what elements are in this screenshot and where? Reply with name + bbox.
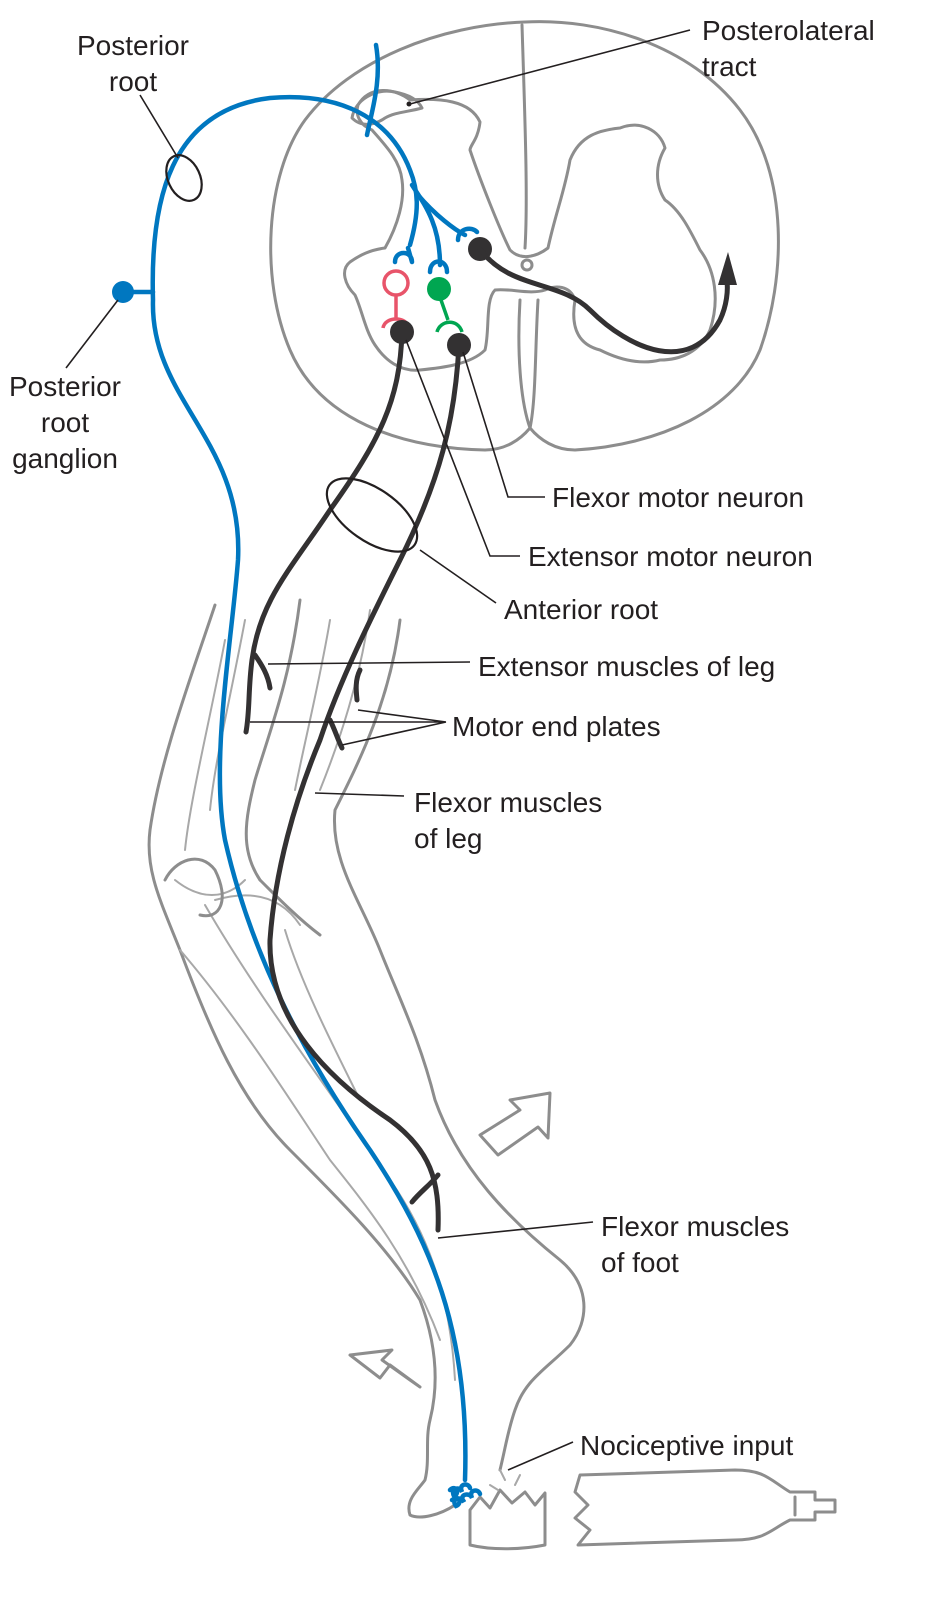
label-ganglion-1: Posterior <box>9 371 121 402</box>
extensor-motor-axon <box>243 329 405 735</box>
bottle-body <box>573 1468 837 1547</box>
label-posterolateral-tract-1: Posterolateral <box>702 15 875 46</box>
leader-posterolateral-tract <box>409 29 691 105</box>
glass-shard <box>468 1488 547 1551</box>
labels: Posterior root Posterolateral tract Post… <box>9 15 875 1461</box>
motor-pathway <box>243 237 737 1233</box>
movement-arrows <box>348 1091 552 1389</box>
label-posterior-root-1: Posterior <box>77 30 189 61</box>
leader-ganglion <box>65 299 119 369</box>
synapse-terminal-2 <box>427 259 450 275</box>
leader-extensor-muscles <box>267 661 471 665</box>
leader-flexor-motor-neuron <box>462 351 545 498</box>
label-anterior-root: Anterior root <box>504 594 658 625</box>
excitatory-interneuron-axon <box>435 299 464 333</box>
gray-matter-left <box>343 89 717 372</box>
arrow-up-right-icon <box>478 1091 552 1157</box>
muscle-lines <box>174 609 456 1381</box>
label-flexor-muscles-foot-1: Flexor muscles <box>601 1211 789 1242</box>
arrow-up-left-icon <box>348 1348 422 1389</box>
leg-front-contour <box>332 618 586 1472</box>
label-flexor-muscles-leg-1: Flexor muscles <box>414 787 602 818</box>
label-ganglion-3: ganglion <box>12 443 118 474</box>
label-posterior-root-2: root <box>109 66 157 97</box>
label-motor-end-plates: Motor end plates <box>452 711 661 742</box>
nociceptor-coil <box>447 1482 483 1509</box>
flexor-foot-branch <box>409 1172 441 1205</box>
posterior-root-ganglion-cell <box>112 281 134 303</box>
synapse-terminal-3 <box>455 226 480 243</box>
flexor-motor-axon <box>267 342 462 1233</box>
ascending-fiber <box>477 246 730 355</box>
label-posterolateral-tract-2: tract <box>702 51 757 82</box>
leader-lines <box>65 29 691 1471</box>
inhibitory-interneuron <box>382 269 410 297</box>
leader-dot <box>406 101 412 107</box>
sensory-pathway <box>112 42 483 1509</box>
flexor-motor-neuron-cell <box>447 333 471 357</box>
label-nociceptive-input: Nociceptive input <box>580 1430 793 1461</box>
label-flexor-muscles-foot-2: of foot <box>601 1247 679 1278</box>
leader-motor-end-plates <box>250 709 447 746</box>
label-flexor-muscles-leg-2: of leg <box>414 823 483 854</box>
label-extensor-motor-neuron: Extensor motor neuron <box>528 541 813 572</box>
posterior-root-ring <box>165 154 203 202</box>
extensor-branch <box>252 652 273 691</box>
interneuron-branch-fiber <box>409 182 443 268</box>
leader-extensor-motor-neuron <box>405 339 520 557</box>
synapse-terminal-1 <box>392 245 415 265</box>
leader-anterior-root <box>419 549 497 604</box>
ascending-arrowhead-icon <box>718 252 737 285</box>
thigh-contour <box>244 598 302 882</box>
excitatory-interneuron <box>427 277 451 301</box>
leg-back-contour <box>147 603 457 1519</box>
leader-posterior-root <box>139 94 179 159</box>
flexor-leg-branches <box>327 667 363 751</box>
knee-contour <box>163 857 322 937</box>
leader-nociceptive-input <box>507 1441 574 1471</box>
broken-bottle <box>468 1468 837 1551</box>
label-flexor-motor-neuron: Flexor motor neuron <box>552 482 804 513</box>
extensor-motor-neuron-cell <box>390 320 414 344</box>
spinal-cord-cross-section <box>269 20 780 452</box>
leader-flexor-muscles-leg <box>314 792 405 797</box>
label-extensor-muscles: Extensor muscles of leg <box>478 651 775 682</box>
leader-flexor-muscles-foot <box>437 1221 594 1239</box>
anterior-root-ring <box>325 477 419 553</box>
motor-branch-fiber <box>415 192 468 238</box>
impact-lines <box>489 1469 521 1491</box>
anterior-median-fissure <box>517 23 540 430</box>
central-canal <box>520 258 534 272</box>
posterior-root-fiber <box>150 94 468 1483</box>
posterior-root-stub <box>364 42 381 138</box>
posterolateral-tract-outline <box>350 89 424 126</box>
label-ganglion-2: root <box>41 407 89 438</box>
